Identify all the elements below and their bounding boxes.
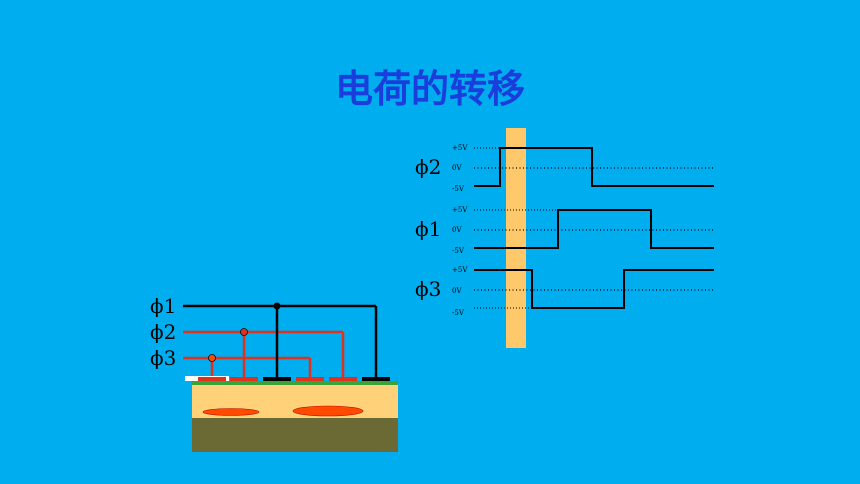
charge-packet-1: [202, 408, 260, 416]
phase3-waveform: [474, 269, 714, 309]
wire-phase3-junction: [208, 354, 216, 362]
wire-phase2-junction: [240, 328, 248, 336]
phase2-low-label: -5V: [452, 185, 465, 193]
timing-phase1: ϕ1 +5V 0V -5V: [415, 206, 714, 255]
timing-phase3: ϕ3 +5V 0V -5V: [415, 266, 714, 317]
phase3-label: ϕ3: [415, 277, 441, 301]
phase3-high-label: +5V: [452, 266, 468, 274]
electrode-6: [362, 377, 390, 381]
electrode-5: [329, 377, 357, 381]
charge-packet-2: [292, 405, 364, 417]
wire-phase1-label: ϕ1: [150, 294, 176, 318]
phase2-label: ϕ2: [415, 155, 441, 179]
phase1-zero-label: 0V: [452, 226, 462, 234]
phase2-zero-label: 0V: [452, 164, 462, 172]
electrode-1: [198, 377, 226, 381]
phase1-waveform: [474, 209, 714, 249]
phase3-zero-label: 0V: [452, 287, 462, 295]
wire-phase2-label: ϕ2: [150, 320, 176, 344]
wire-phase3-label: ϕ3: [150, 346, 176, 370]
phase1-label: ϕ1: [415, 217, 441, 241]
slide-title: 电荷的转移: [334, 67, 525, 111]
time-marker-bar: [506, 128, 526, 348]
electrode-2: [230, 377, 258, 381]
phase1-high-label: +5V: [452, 206, 468, 214]
timing-phase2: ϕ2 +5V 0V -5V: [415, 144, 714, 193]
wire-phase1-junction: [273, 302, 281, 310]
electrode-4: [296, 377, 324, 381]
electrode-3: [263, 377, 291, 381]
phase3-low-label: -5V: [452, 309, 465, 317]
phase2-waveform: [474, 147, 714, 187]
oxide-layer: [192, 381, 398, 385]
wire-phase3: [183, 356, 312, 378]
wire-phase2: [183, 330, 345, 378]
phase1-low-label: -5V: [452, 247, 465, 255]
ccd-structure: ϕ1 ϕ2 ϕ3: [150, 294, 398, 452]
phase2-high-label: +5V: [452, 144, 468, 152]
substrate-layer: [192, 418, 398, 452]
